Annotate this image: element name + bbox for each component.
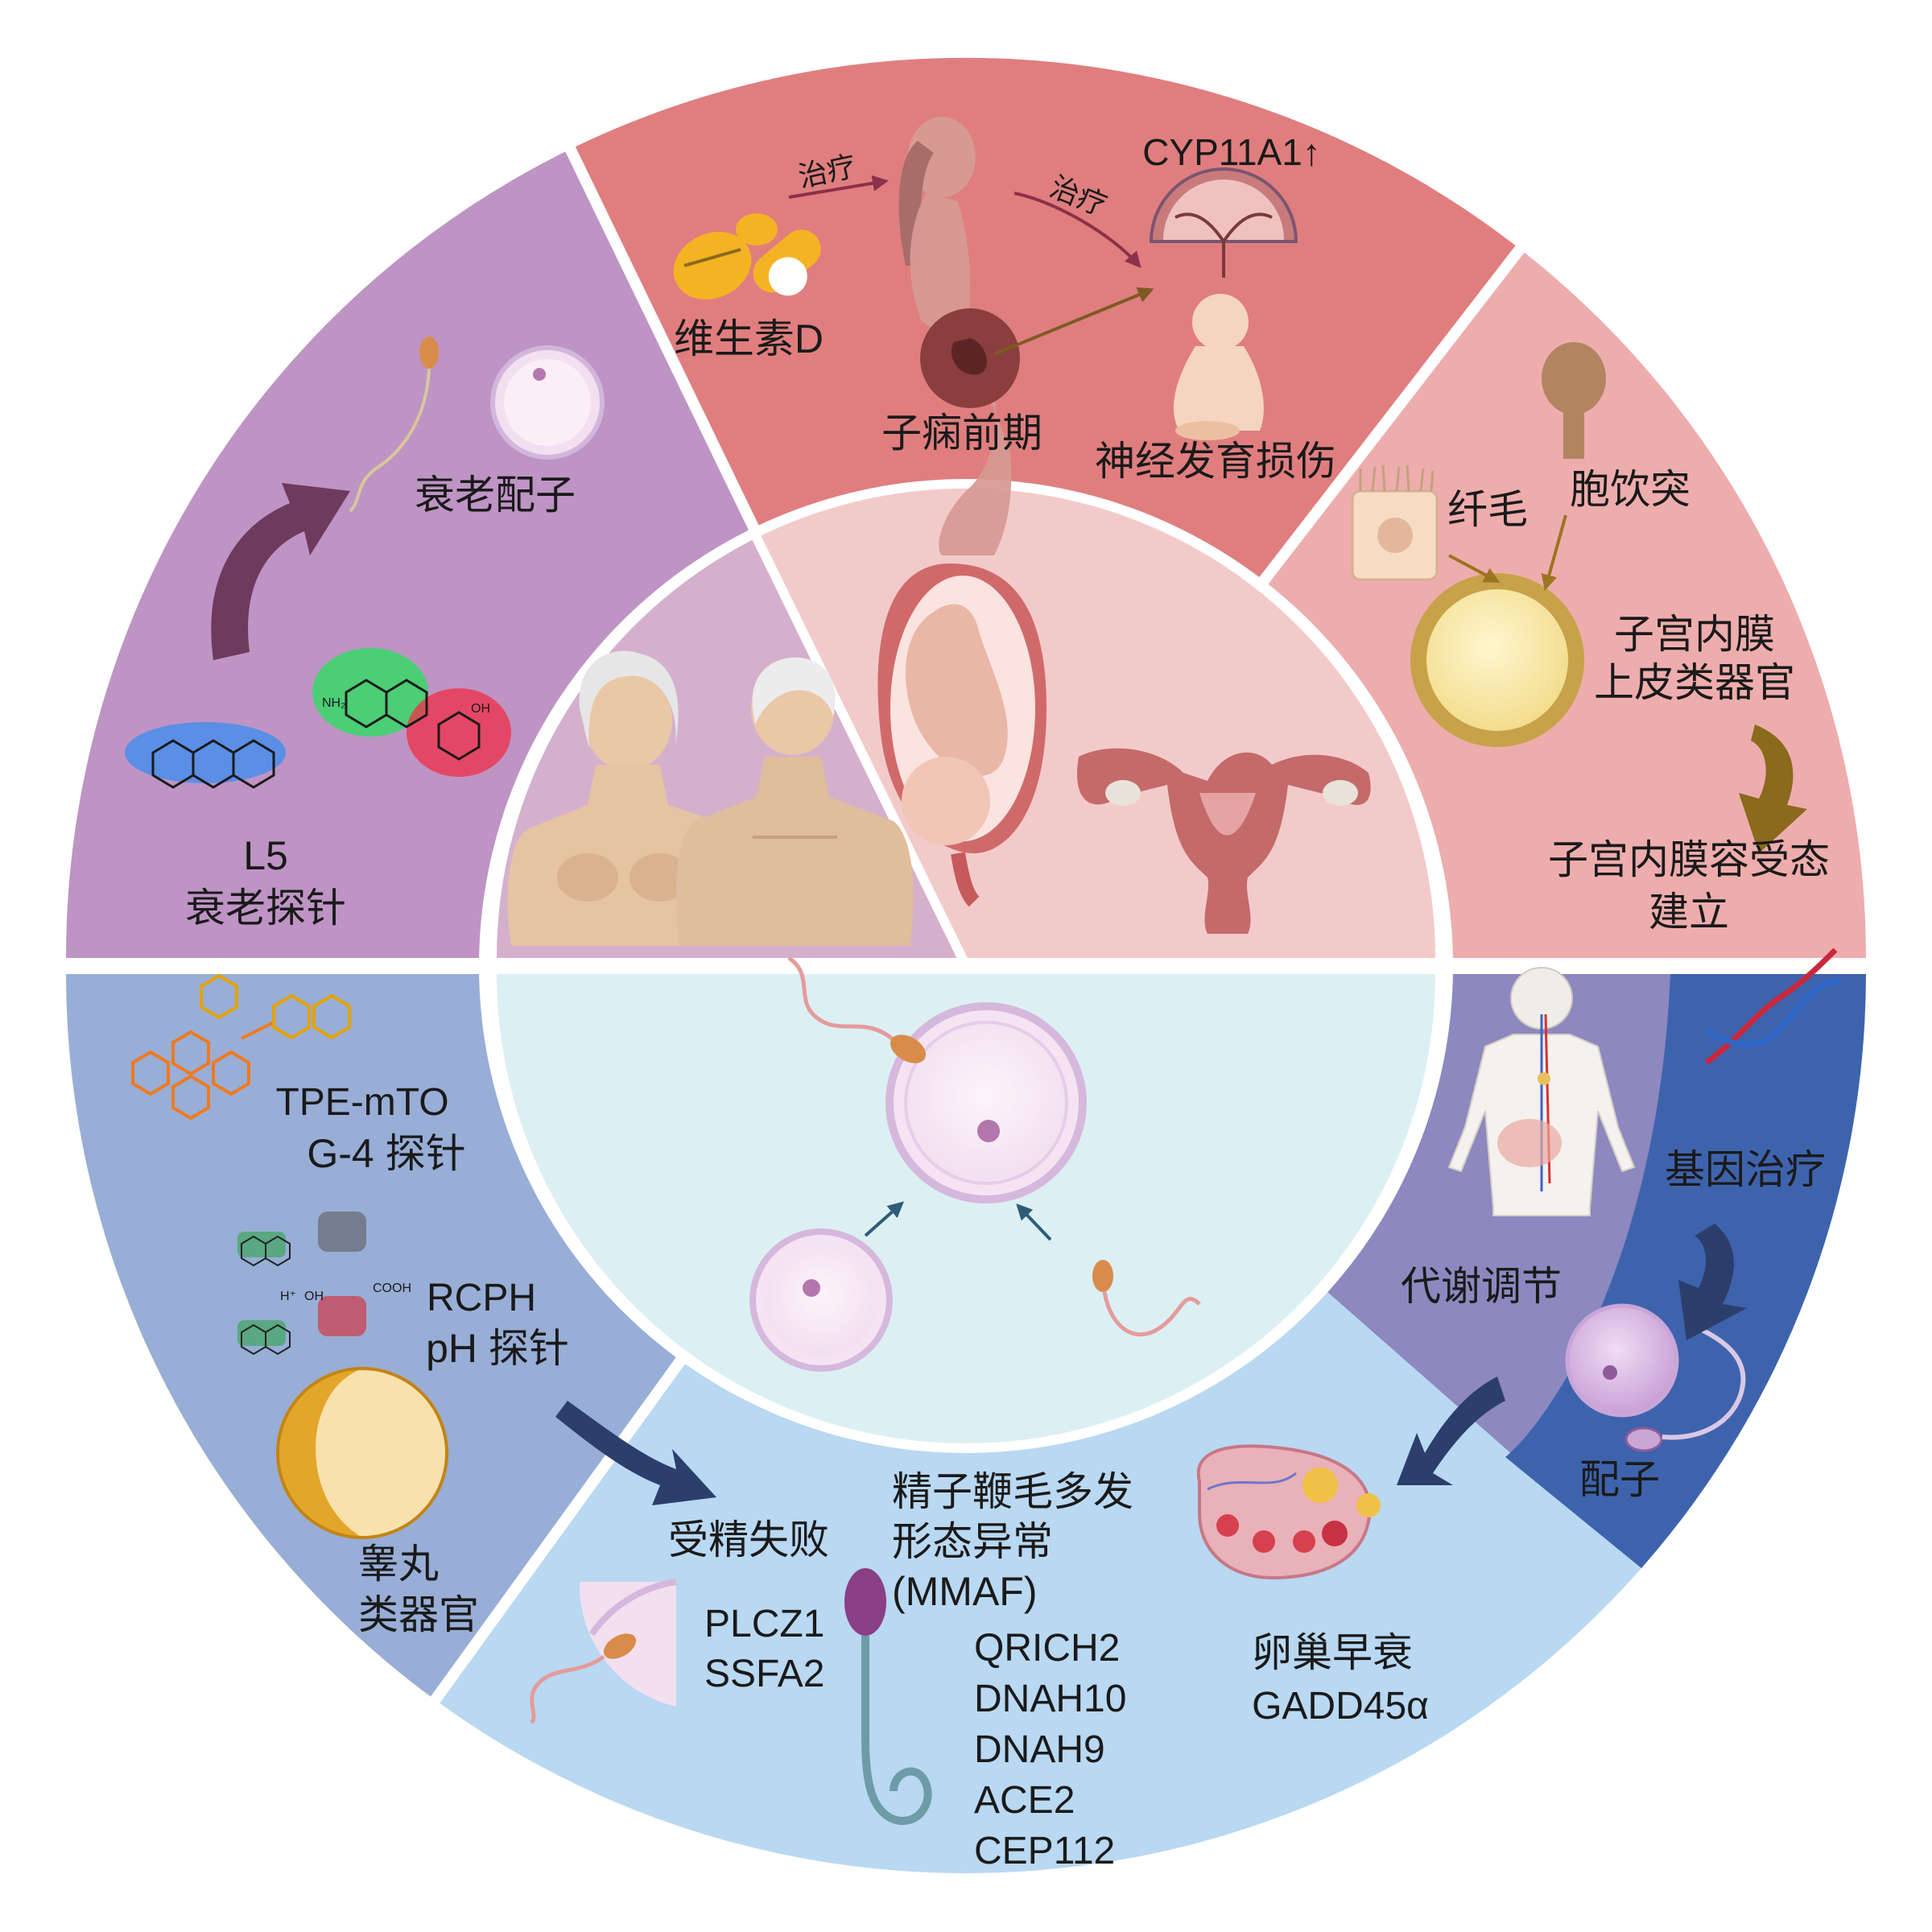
testis-organoid-label-line1: 睾丸 [358, 1542, 439, 1587]
testis-organoid-icon [276, 1367, 448, 1539]
vitamin-d-label: 维生素D [674, 316, 824, 361]
gene-therapy-gamete-label: 配子 [1579, 1457, 1660, 1502]
placenta-illustration [1149, 167, 1298, 278]
tpe-mto-label-line1: TPE-mTO [275, 1081, 448, 1124]
ovary-arrow [1397, 1377, 1505, 1485]
rcph-label-line1: RCPH [427, 1277, 536, 1319]
organoid-label-line2: 上皮类器官 [1594, 660, 1795, 705]
preeclampsia-label: 子痫前期 [881, 411, 1042, 456]
fetus-uterus-illustration [877, 564, 1046, 907]
ovary-illustration [1196, 1444, 1381, 1580]
mmaf-gene-4: ACE2 [974, 1779, 1075, 1822]
rcph-label-line2: pH 探针 [426, 1326, 569, 1371]
testis-organoid-label-line2: 类器官 [358, 1592, 479, 1637]
fertilization-failure-label: 受精失败 [668, 1517, 829, 1563]
endometrial-organoid-icon [1410, 573, 1584, 747]
gene-therapy-gamete-icon [1565, 1303, 1746, 1452]
infant-illustration [1173, 294, 1264, 440]
tpe-mto-probe-structure [131, 973, 351, 1121]
cilia-label: 纤毛 [1447, 487, 1528, 532]
aged-sperm-icon [349, 336, 439, 513]
metabolism-label: 代谢调节 [1401, 1264, 1562, 1309]
chem-cooh: COOH [373, 1282, 411, 1295]
ciliated-cell-icon [1351, 464, 1439, 581]
poi-gene-label: GADD45α [1252, 1685, 1429, 1728]
receptivity-label-line2: 建立 [1649, 890, 1729, 935]
vitamin-d-pill-icon [673, 213, 821, 299]
aging-probe-label: 衰老探针 [185, 886, 346, 931]
aged-egg-icon [490, 345, 605, 460]
dna-helix-icon [1704, 947, 1840, 1065]
mmaf-sperm-illustration [844, 1568, 932, 1825]
pregnant-woman-illustration [898, 117, 1020, 555]
pinopode-icon [1542, 342, 1606, 459]
mmaf-gene-1: QRICH2 [974, 1627, 1120, 1670]
poi-label: 卵巢早衰 [1252, 1630, 1413, 1675]
probe-to-fertilization-arrow [555, 1401, 716, 1505]
aging-probe-name: L5 [243, 833, 288, 878]
chem-nh2: NH₂ [322, 696, 345, 710]
organoid-label-line1: 子宫内膜 [1614, 612, 1775, 657]
tpe-mto-label-line2: G-4 探针 [307, 1131, 465, 1176]
human-body-illustration [1447, 967, 1636, 1216]
receptivity-label-line1: 子宫内膜容受态 [1548, 837, 1830, 882]
pinopode-label: 胞饮突 [1570, 467, 1690, 512]
aging-progress-arrow [211, 483, 350, 660]
fertilization-failure-icon [529, 1579, 677, 1724]
chem-oh: OH [304, 1290, 324, 1303]
inner-fertilization [497, 974, 1435, 1443]
uterus-illustration [1077, 748, 1371, 934]
elderly-couple-illustration [507, 650, 914, 946]
mmaf-label-line3: (MMAF) [892, 1569, 1038, 1614]
fertilization-gene-2: SSFA2 [704, 1653, 824, 1695]
sector-gene-therapy [1505, 974, 1866, 1568]
fertilization-gene-1: PLCZ1 [704, 1603, 824, 1645]
l5-probe-structure [125, 648, 511, 789]
mmaf-gene-5: CEP112 [974, 1830, 1115, 1872]
gene-therapy-label: 基因治疗 [1665, 1147, 1826, 1192]
chem-h-plus: H⁺ [280, 1290, 296, 1303]
mmaf-gene-3: DNAH9 [974, 1728, 1105, 1771]
fertilization-center-illustration [749, 956, 1201, 1372]
mmaf-gene-2: DNAH10 [974, 1678, 1126, 1720]
receptivity-arrow [1739, 724, 1807, 853]
mmaf-label-line1: 精子鞭毛多发 [892, 1469, 1133, 1514]
neurodevelopment-label: 神经发育损伤 [1095, 439, 1336, 484]
rcph-probe-structure [237, 1212, 366, 1356]
aging-gamete-label: 衰老配子 [415, 473, 576, 518]
cyp11a1-label: CYP11A1↑ [1142, 131, 1321, 173]
mmaf-label-line2: 形态异常 [892, 1519, 1053, 1564]
gene-therapy-arrow [1678, 1224, 1747, 1340]
chem-oh2: OH [471, 702, 490, 716]
